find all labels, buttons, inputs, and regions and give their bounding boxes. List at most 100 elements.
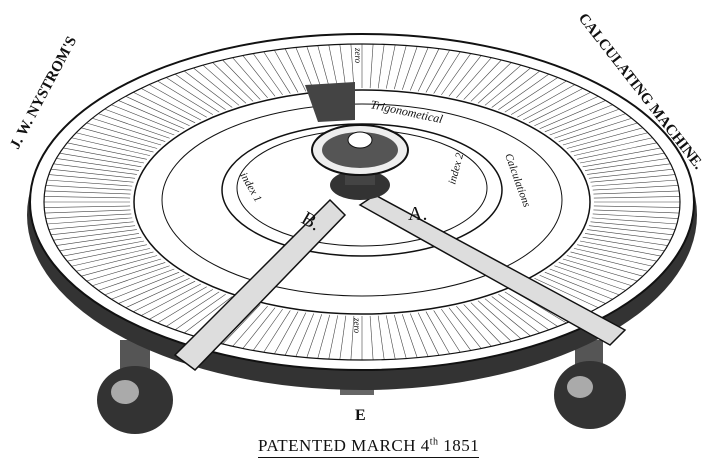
scale-division [498, 73, 550, 111]
scale-division [92, 262, 166, 287]
scale-division [174, 73, 226, 111]
scale-division [593, 190, 680, 195]
label-arm-a: A. [408, 203, 427, 225]
scale-division [591, 217, 677, 225]
scale-division [577, 244, 657, 262]
scale-division [67, 142, 147, 160]
scale-division [566, 255, 643, 277]
scale-division [81, 255, 158, 277]
scale-division [166, 77, 220, 113]
scale-division [517, 84, 575, 118]
scale-division [588, 168, 674, 179]
scale-division [63, 147, 145, 164]
caption-suffix: th [429, 436, 439, 448]
scale-division [591, 179, 677, 187]
scale-division [577, 142, 657, 160]
scale-division [463, 59, 502, 100]
scale-division [76, 251, 154, 272]
scale-division [284, 48, 307, 92]
scale-division [67, 244, 147, 262]
scale-division [47, 217, 133, 225]
scale-division [118, 100, 185, 129]
scale-division [71, 137, 151, 156]
scale-division [377, 44, 385, 89]
scale-division [306, 314, 322, 358]
label-zero-bottom: zero [352, 317, 362, 334]
scale-division [402, 46, 418, 90]
scale-division [558, 262, 632, 287]
zero-sector [305, 82, 355, 122]
scale-division [328, 315, 339, 360]
scale-division [157, 289, 214, 324]
scale-division [425, 49, 450, 93]
scale-division [590, 174, 676, 183]
scale-division [510, 80, 567, 115]
scale-division [133, 280, 196, 313]
scale-division [539, 275, 606, 304]
scale-division [274, 311, 299, 355]
scale-division [498, 293, 550, 331]
scale-division [140, 283, 201, 316]
scale-division [133, 91, 196, 124]
scale-division [111, 271, 180, 300]
scale-division [377, 315, 385, 360]
scale-division [263, 310, 291, 353]
scale-division [554, 113, 626, 139]
scale-division [252, 308, 283, 351]
scale-division [50, 168, 136, 179]
scale-division [573, 137, 653, 156]
arm-b[interactable] [173, 198, 347, 371]
scale-division [534, 278, 599, 308]
scale-division [350, 315, 355, 360]
scale-division [174, 293, 226, 331]
scale-division [491, 70, 541, 108]
scale-division [592, 185, 679, 191]
scale-division [56, 233, 140, 246]
scale-division [582, 236, 665, 252]
scale-division [549, 268, 620, 296]
scale-division [593, 209, 680, 214]
scale-division [242, 307, 276, 349]
scale-division [441, 53, 472, 96]
scale-division [56, 158, 140, 171]
scale-division [385, 44, 396, 89]
scale-division [232, 305, 268, 347]
scale-division [402, 314, 418, 358]
scale-division [573, 248, 653, 267]
scale-division [433, 310, 461, 353]
scale-division [149, 286, 207, 320]
scale-division [98, 265, 170, 291]
scale-division [86, 122, 162, 146]
scale-division [339, 315, 347, 360]
scale-division [92, 117, 166, 142]
scale-division [125, 96, 190, 126]
scale-division [232, 57, 268, 99]
label-leg-e: E [355, 407, 366, 424]
scale-division [417, 48, 440, 92]
scale-division [140, 88, 201, 121]
scale-division [484, 298, 531, 337]
scale-division [193, 67, 240, 106]
scale-division [544, 104, 613, 133]
center-knob[interactable] [311, 124, 409, 200]
scale-division [369, 44, 374, 89]
scale-division [534, 96, 599, 126]
scale-division [409, 47, 429, 91]
scale-division [125, 278, 190, 308]
scale-division [477, 64, 522, 104]
scale-division [409, 313, 429, 357]
scale-division [491, 296, 541, 334]
scale-division [582, 152, 665, 168]
scale-division [98, 113, 170, 139]
scale-division [295, 313, 315, 357]
scale-division [470, 62, 512, 102]
scale-division [441, 308, 472, 351]
scale-division [317, 314, 331, 359]
scale-division [562, 122, 638, 146]
scale-division [149, 84, 207, 118]
scale-division [118, 275, 185, 304]
scale-division [539, 100, 606, 129]
scale-division [274, 49, 299, 93]
scale-division [47, 179, 133, 187]
